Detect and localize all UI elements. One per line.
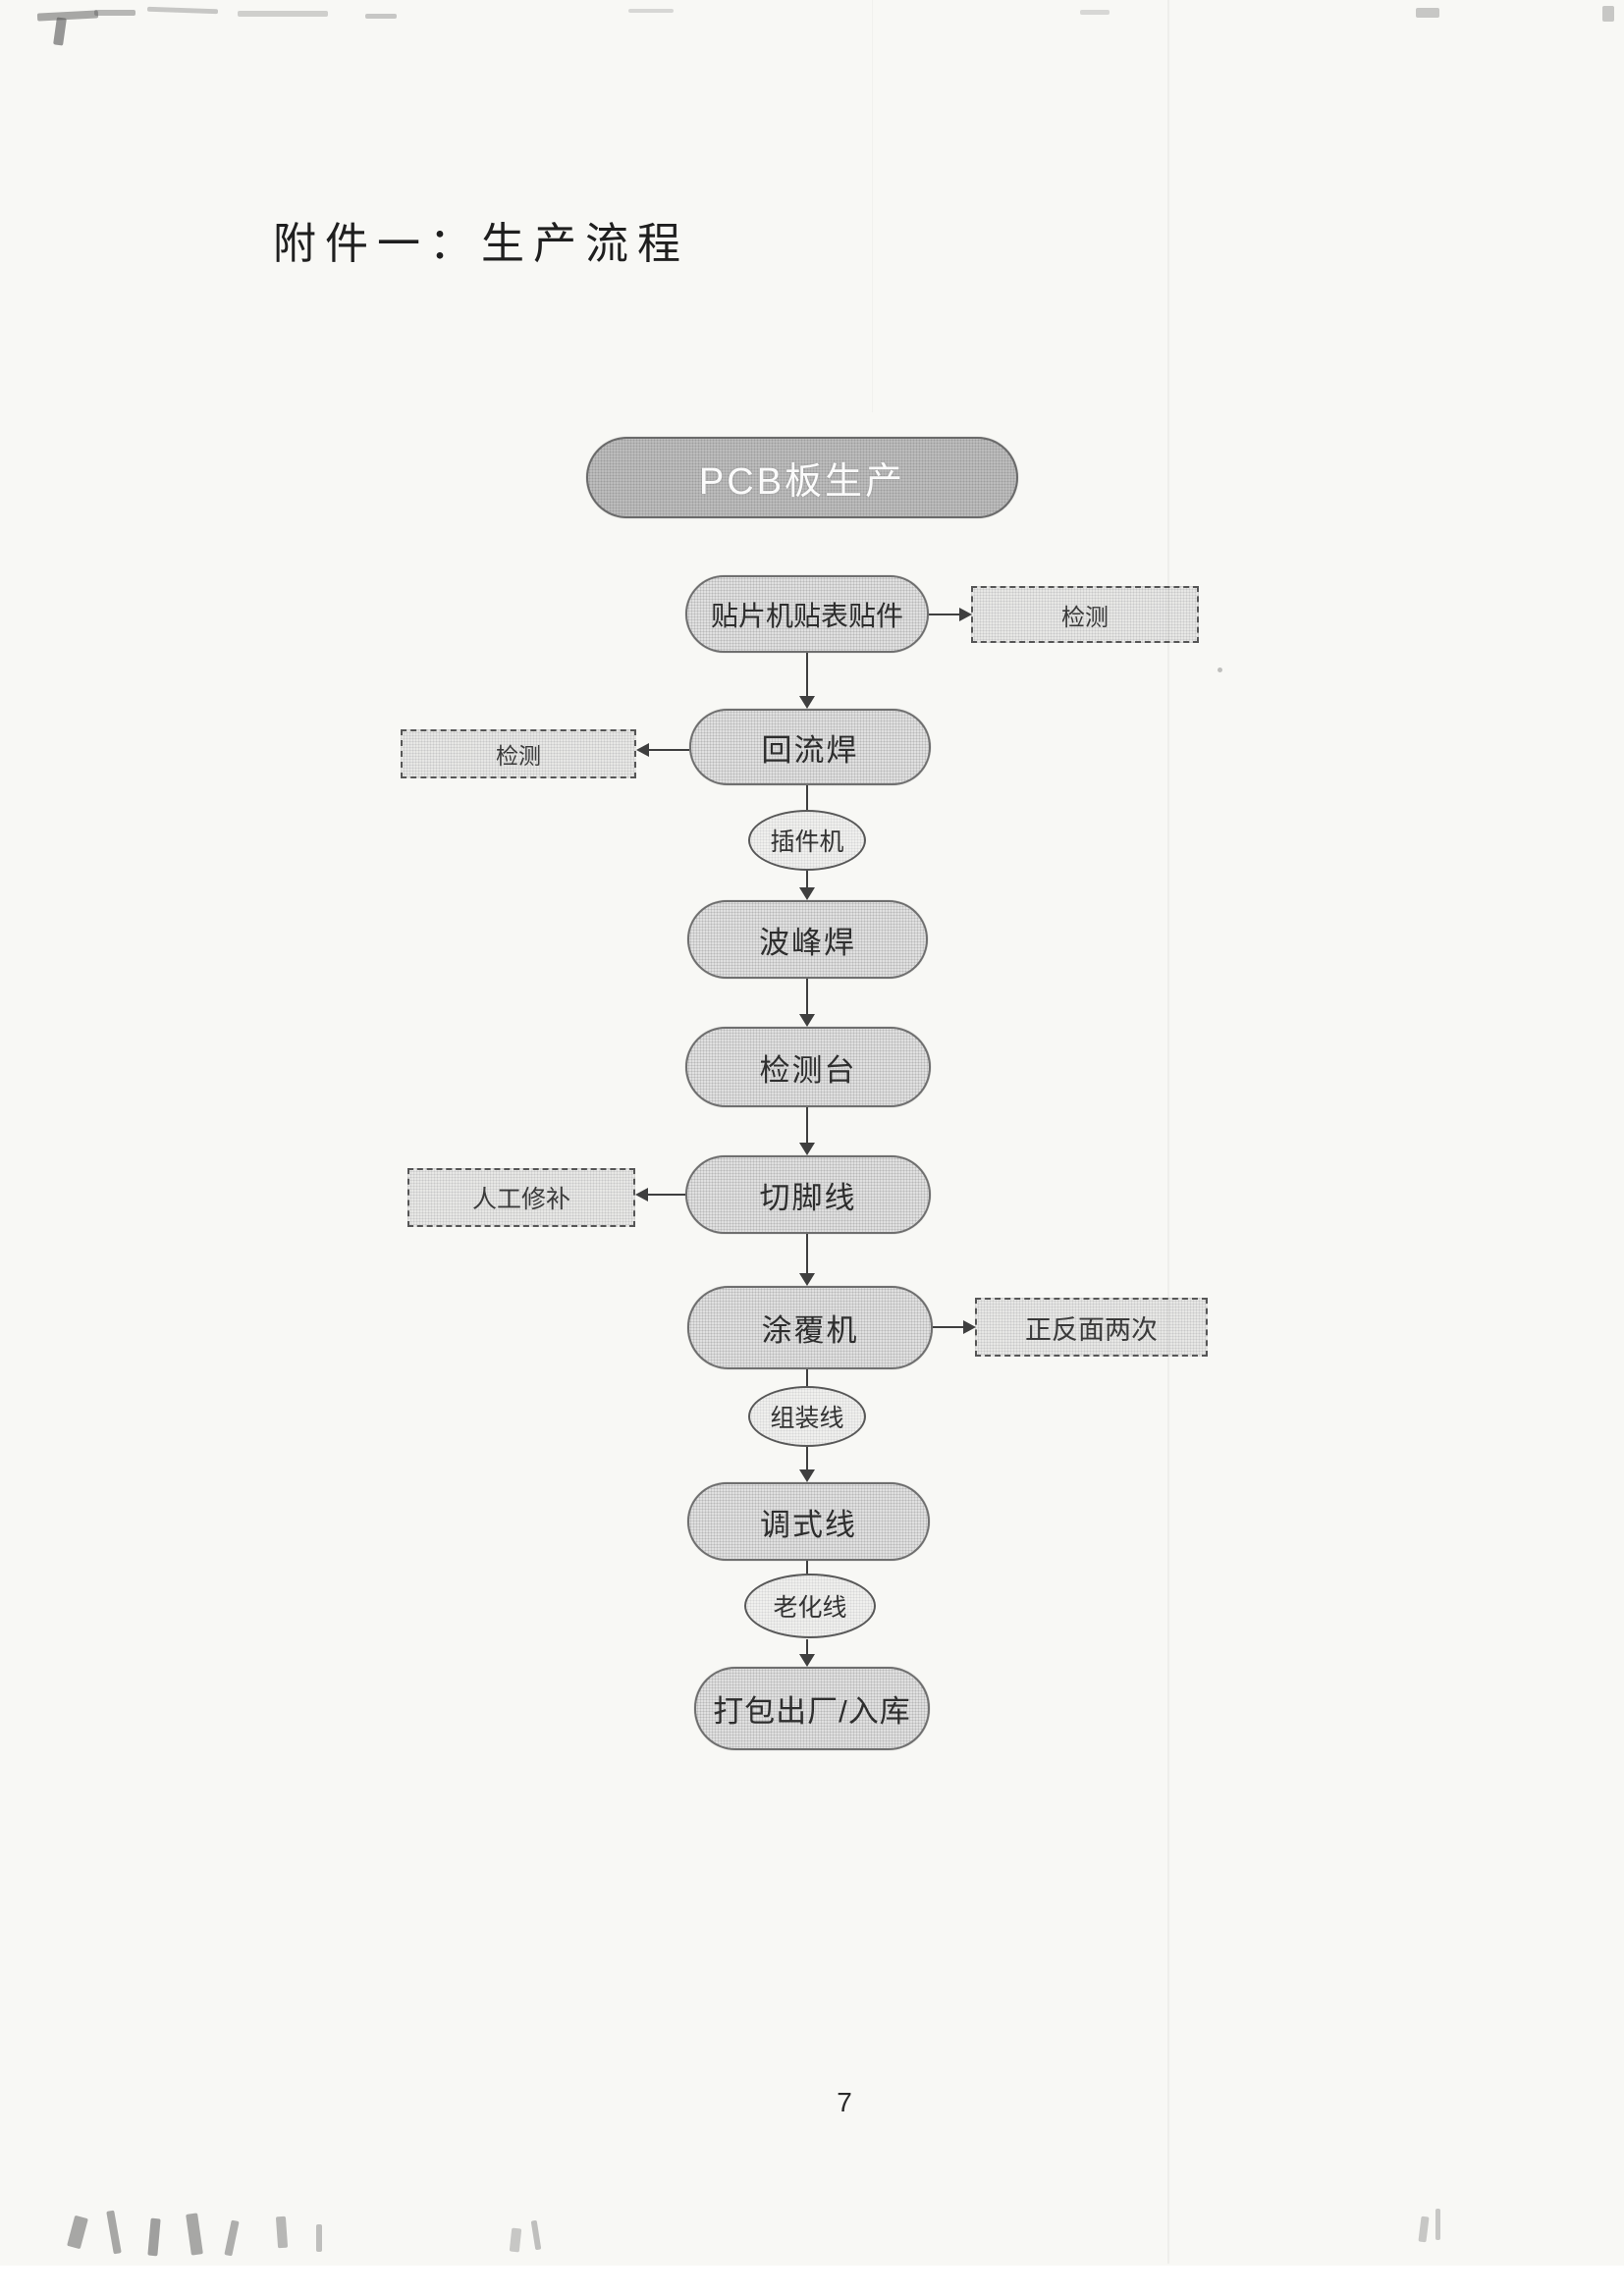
arrowhead-down-icon: [799, 1273, 815, 1286]
node-inspection-station: 检测台: [685, 1027, 931, 1107]
scan-noise: [186, 2213, 203, 2256]
flow-line: [806, 979, 808, 1015]
node-coating-machine: 涂覆机: [687, 1286, 933, 1369]
flow-line: [806, 1369, 808, 1387]
scan-noise: [275, 2216, 289, 2249]
page-title: 附件一：生产流程: [273, 219, 689, 269]
sidebox-inspection-right: 检测: [971, 586, 1199, 643]
scan-noise: [147, 2217, 161, 2257]
flow-line: [806, 1639, 808, 1655]
node-lead-cutting: 切脚线: [685, 1155, 931, 1234]
scan-artifact-line: [1167, 0, 1169, 2264]
arrowhead-down-icon: [799, 696, 815, 709]
scan-noise: [509, 2227, 522, 2253]
node-pcb-production: PCB板生产: [586, 437, 1018, 518]
flow-line: [806, 653, 808, 697]
flow-line: [806, 1234, 808, 1274]
scan-noise: [1602, 6, 1614, 22]
arrowhead-down-icon: [799, 1469, 815, 1482]
arrowhead-right-icon: [959, 608, 972, 621]
node-reflow-solder: 回流焊: [689, 709, 931, 785]
node-smt-placement: 贴片机贴表贴件: [685, 575, 929, 653]
sidebox-manual-repair: 人工修补: [407, 1168, 635, 1227]
scan-noise: [36, 10, 99, 22]
scan-noise: [365, 14, 397, 19]
arrowhead-down-icon: [799, 1014, 815, 1027]
sidebox-inspection-left: 检测: [401, 729, 636, 778]
scan-noise: [530, 2219, 542, 2251]
scan-edge-strip: [0, 2266, 1624, 2296]
flow-line: [648, 749, 689, 751]
arrowhead-right-icon: [963, 1320, 976, 1334]
sidebox-coating-both-sides: 正反面两次: [975, 1298, 1208, 1357]
ellipse-assembly-line: 组装线: [748, 1386, 866, 1447]
ellipse-insertion-machine: 插件机: [748, 810, 866, 871]
flow-line: [806, 1561, 808, 1575]
scan-noise: [1218, 667, 1222, 672]
scan-noise: [316, 2224, 322, 2252]
scan-noise: [1435, 2209, 1440, 2240]
scan-noise: [1418, 2216, 1430, 2243]
scan-noise: [53, 17, 67, 46]
flow-line: [806, 871, 808, 888]
scan-noise: [1080, 10, 1110, 15]
node-packing-warehouse: 打包出厂/入库: [694, 1667, 930, 1750]
flow-line: [933, 1326, 963, 1328]
page-number: 7: [837, 2087, 852, 2117]
scan-noise: [628, 9, 674, 13]
arrowhead-left-icon: [635, 1188, 648, 1201]
scan-noise: [1416, 8, 1439, 18]
scan-noise: [146, 6, 219, 15]
flow-line: [647, 1194, 685, 1196]
flow-line: [806, 785, 808, 811]
flow-line: [806, 1447, 808, 1470]
node-wave-solder: 波峰焊: [687, 900, 928, 979]
scan-noise: [67, 2215, 88, 2250]
scan-noise: [238, 11, 328, 17]
scan-artifact-line: [872, 0, 873, 412]
flow-line: [929, 614, 959, 615]
arrowhead-down-icon: [799, 1143, 815, 1155]
arrowhead-left-icon: [636, 743, 649, 757]
scan-noise: [106, 2210, 122, 2255]
scan-noise: [224, 2219, 240, 2257]
scan-noise: [94, 10, 135, 16]
flow-line: [806, 1107, 808, 1144]
arrowhead-down-icon: [799, 1654, 815, 1667]
ellipse-aging-line: 老化线: [744, 1574, 876, 1638]
node-debug-line: 调式线: [687, 1482, 930, 1561]
arrowhead-down-icon: [799, 887, 815, 900]
